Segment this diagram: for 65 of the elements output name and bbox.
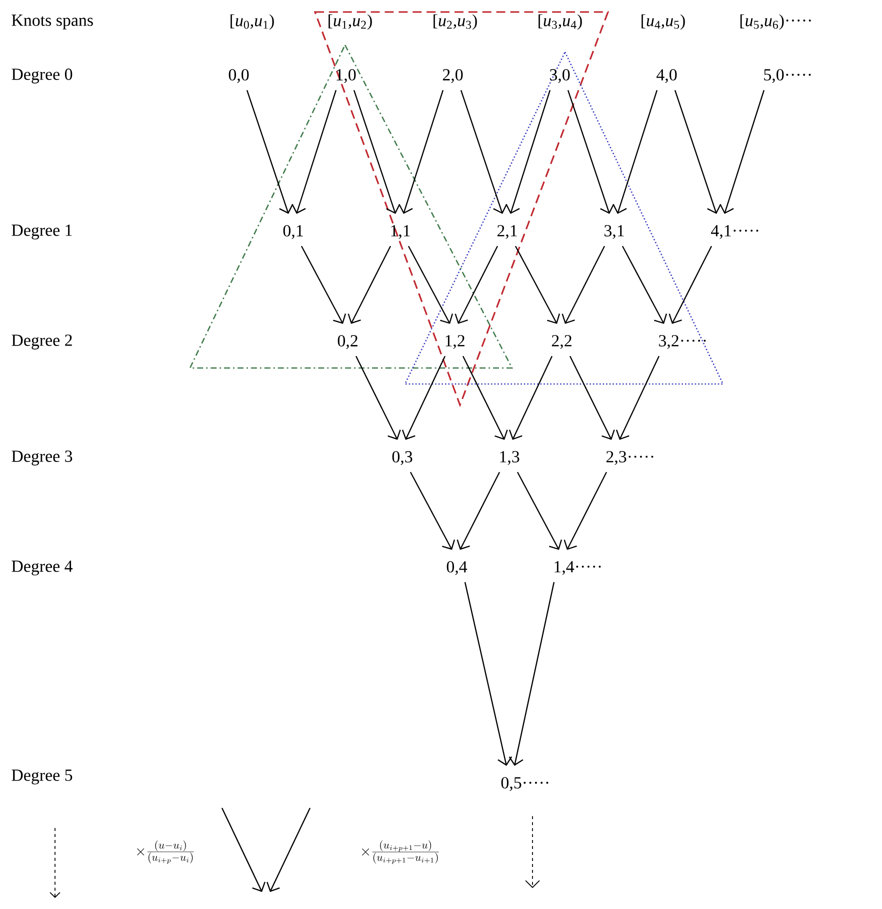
node-label: 0,5····· [501, 777, 548, 791]
arrow [402, 356, 446, 440]
row-label: Degree 3 [12, 450, 72, 466]
node-label: 2,3····· [606, 451, 654, 465]
arrow [516, 472, 562, 550]
knot-span: [u$_{0}$,u$_{1}$) [230, 14, 274, 30]
weight-formula: $\times\frac{(u-u_i)}{(u_{i+p}-u_i)}$ [137, 840, 194, 864]
node-label: 0,1 [283, 225, 303, 239]
arrow [300, 246, 346, 324]
arrow [569, 356, 615, 440]
arrow [348, 246, 392, 324]
knot-span: [u$_{3}$,u$_{4}$) [538, 14, 582, 30]
arrow [612, 90, 658, 214]
arrow [464, 582, 512, 766]
node-label: 2,1 [497, 225, 517, 239]
arrow [720, 90, 765, 214]
arrow [506, 90, 551, 214]
row-label: Degree 1 [12, 224, 72, 240]
row-label: Degree 4 [12, 560, 73, 576]
arrow [353, 90, 400, 214]
arrow [410, 472, 456, 550]
node-label: 4,1····· [711, 225, 758, 239]
arrow [408, 246, 454, 324]
arrow [525, 816, 540, 888]
arrow [462, 356, 508, 440]
arrow [562, 246, 606, 324]
arrow [668, 246, 712, 324]
node-label: 1,4····· [554, 561, 601, 575]
node-label: 4,0 [656, 69, 677, 83]
arrow [508, 582, 555, 766]
arrow [398, 90, 444, 214]
row-label: Degree 5 [12, 770, 72, 784]
arrow [567, 90, 614, 214]
row-label: Degree 2 [12, 334, 72, 350]
row-label: Degree 0 [12, 68, 72, 84]
node-label: 2,2 [552, 335, 572, 349]
arrow [674, 90, 722, 214]
knot-span: [u$_{4}$,u$_{5}$) [642, 14, 685, 30]
node-label: 2,0 [442, 69, 463, 83]
row-label: Knots spans [12, 14, 93, 30]
node-label: 0,3 [392, 451, 412, 465]
arrow [616, 356, 660, 440]
node-label: 3,0 [550, 69, 570, 83]
node-label: 1,2 [446, 335, 464, 349]
node-label: 3,1 [604, 225, 624, 239]
weight-formula: $\times\frac{(u_{i+p+1}-u)}{(u_{i+p+1}-u_{i+1})}$ [362, 840, 439, 864]
arrow [454, 246, 498, 324]
node-label: 3,2····· [659, 335, 706, 349]
knot-span: [u$_{5}$,u$_{6}$)····· [740, 14, 811, 30]
node-label: 0,2 [338, 335, 358, 349]
node-label: 0,0 [228, 69, 249, 83]
arrow [460, 90, 508, 214]
node-label: 1,3 [500, 451, 520, 465]
arrow [508, 356, 553, 440]
arrow [514, 246, 560, 324]
knot-span: [u$_{2}$,u$_{3}$) [434, 14, 477, 30]
arrow [355, 356, 401, 440]
arrow [622, 246, 668, 324]
arrow [456, 472, 500, 550]
arrow [246, 90, 294, 214]
arrow [292, 90, 337, 214]
node-label: 5,0····· [764, 69, 811, 83]
arrow [564, 472, 608, 550]
node-label: 0,4 [446, 561, 468, 575]
knot-span: [u$_{1}$,u$_{2}$) [328, 14, 372, 30]
